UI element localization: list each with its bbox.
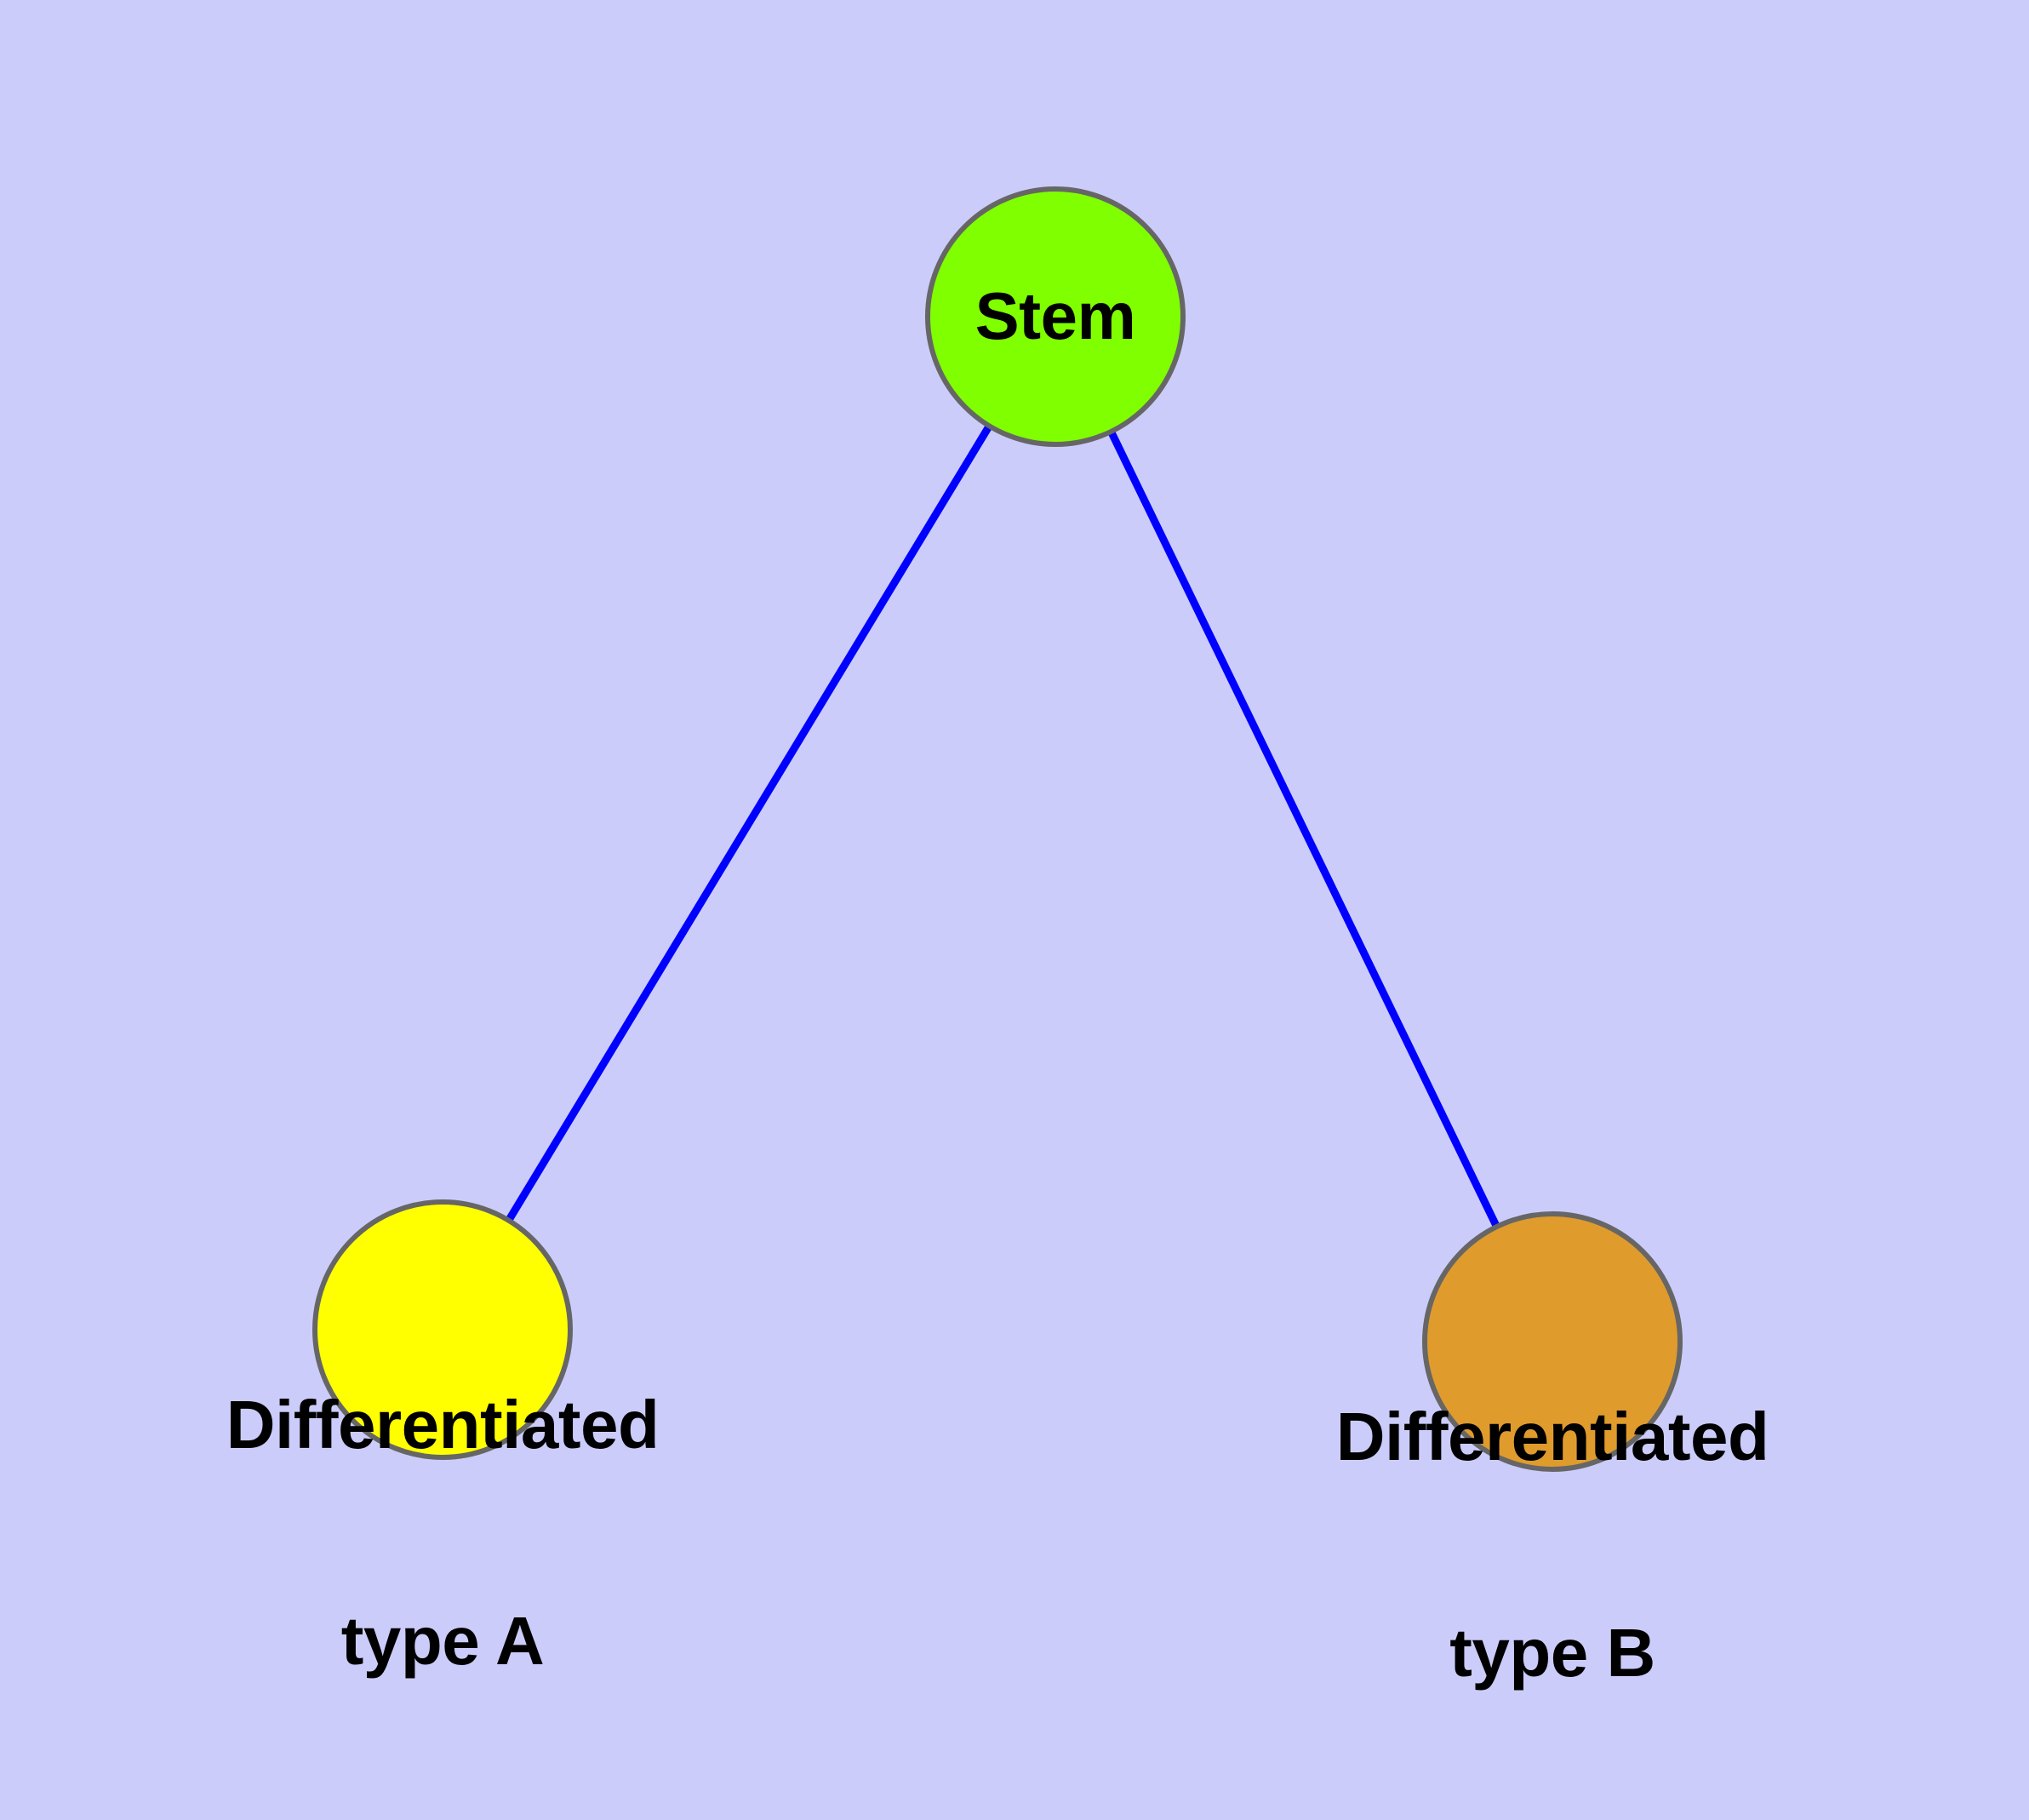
node-circle-differentiated-type-b[interactable] xyxy=(1422,1211,1683,1472)
node-circle-stem[interactable] xyxy=(925,186,1186,447)
edge-stem-to-differentiated-type-a[interactable] xyxy=(495,408,1003,1239)
node-circle-differentiated-type-a[interactable] xyxy=(312,1199,573,1460)
edge-stem-to-differentiated-type-b[interactable] xyxy=(1099,413,1509,1245)
